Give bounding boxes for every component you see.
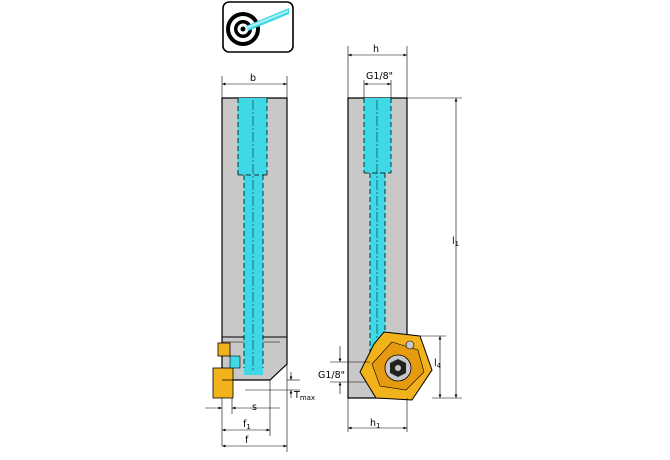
dim-l4: l4: [434, 358, 442, 370]
internal-coolant-target-icon: [222, 1, 294, 53]
insert-front: [212, 342, 270, 399]
dim-tmax: Tmax: [293, 390, 315, 402]
dim-f: f: [245, 435, 249, 446]
dim-b: b: [250, 73, 256, 84]
dim-g18-top: G1/8": [366, 71, 393, 82]
coolant-channel-front: [237, 98, 268, 375]
side-view: h G1/8" l1 l4 G1/8" h1: [318, 44, 462, 432]
insert-side: [359, 331, 433, 401]
dim-h: h: [373, 44, 379, 55]
front-view: b s Tmax f1 f: [205, 73, 315, 452]
dim-g18-side: G1/8": [318, 370, 345, 381]
dim-f1: f1: [243, 419, 251, 431]
dim-s: s: [252, 402, 257, 413]
dim-h1: h1: [370, 418, 381, 430]
coolant-channel-side: [363, 98, 392, 363]
dim-l1: l1: [452, 236, 459, 248]
